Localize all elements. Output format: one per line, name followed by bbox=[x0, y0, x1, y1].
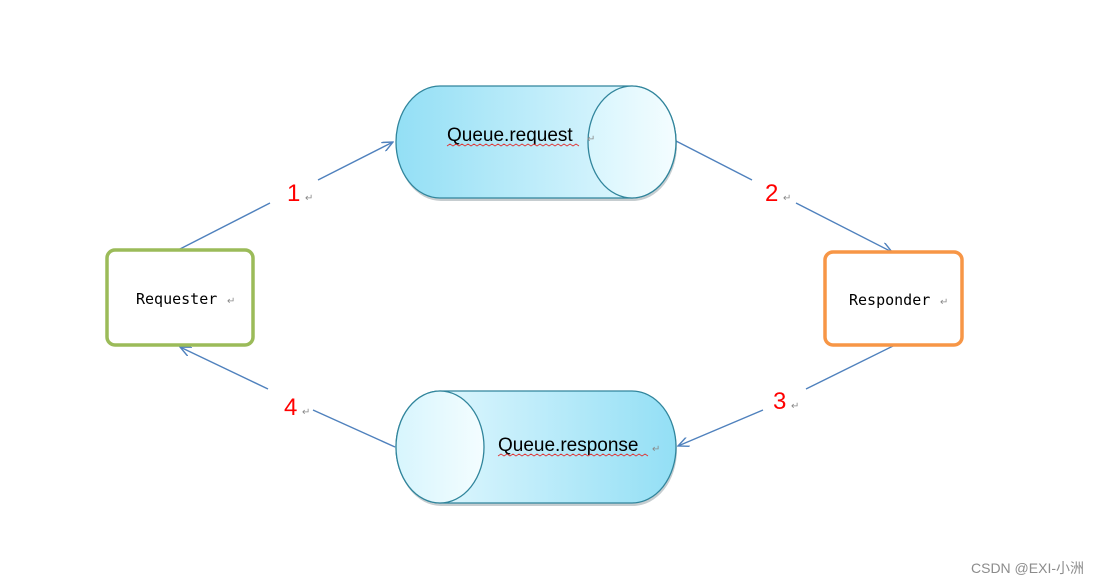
paragraph-mark: ↵ bbox=[587, 134, 595, 145]
responder-label: Responder bbox=[849, 291, 930, 309]
step-number: 1 bbox=[287, 180, 300, 207]
paragraph-mark: ↵ bbox=[302, 407, 310, 418]
step-number: 2 bbox=[765, 180, 778, 207]
step-1: 1 ↵ bbox=[287, 180, 313, 207]
paragraph-mark: ↵ bbox=[940, 297, 948, 308]
requester-label: Requester bbox=[136, 290, 217, 308]
step-3: 3 ↵ bbox=[773, 388, 799, 415]
step-number: 4 bbox=[284, 394, 297, 421]
spellcheck-underline bbox=[497, 453, 649, 457]
responder-box: Responder ↵ bbox=[823, 250, 964, 347]
spellcheck-underline bbox=[446, 143, 580, 147]
queue-request-cylinder: Queue.request ↵ bbox=[395, 85, 677, 201]
paragraph-mark: ↵ bbox=[791, 401, 799, 412]
paragraph-mark: ↵ bbox=[305, 193, 313, 204]
arrow-requester-to-queue-request bbox=[177, 142, 393, 251]
step-number: 3 bbox=[773, 388, 786, 415]
paragraph-mark: ↵ bbox=[652, 444, 660, 455]
queue-response-cylinder: Queue.response ↵ bbox=[395, 390, 677, 506]
arrow-responder-to-queue-response bbox=[678, 345, 894, 446]
arrow-queue-response-to-requester bbox=[180, 347, 396, 448]
step-2: 2 ↵ bbox=[765, 180, 791, 207]
paragraph-mark: ↵ bbox=[783, 193, 791, 204]
queue-response-label: Queue.response bbox=[498, 435, 639, 456]
requester-box: Requester ↵ bbox=[105, 248, 255, 347]
step-4: 4 ↵ bbox=[284, 394, 310, 421]
paragraph-mark: ↵ bbox=[227, 296, 235, 307]
watermark: CSDN @EXI-小洲 bbox=[971, 560, 1084, 576]
arrow-queue-request-to-responder bbox=[675, 140, 892, 252]
queue-request-label: Queue.request bbox=[447, 125, 573, 146]
